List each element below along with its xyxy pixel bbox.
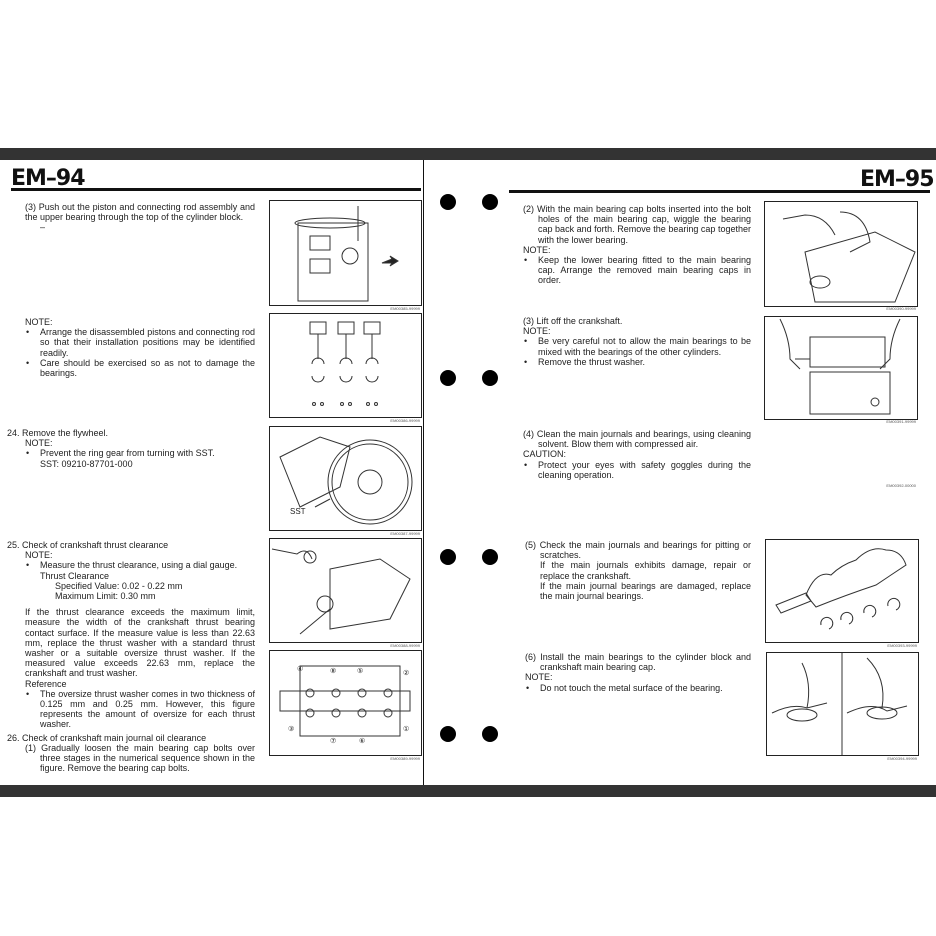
- binder-hole: [440, 549, 456, 565]
- figure-code: EM00385-99999: [390, 306, 420, 311]
- figure-flywheel: SST: [269, 426, 422, 531]
- scan-border-bottom: [0, 785, 936, 797]
- sequence-label: ①: [403, 726, 410, 733]
- figure-pistons-arranged: [269, 313, 422, 418]
- step-2-remove-bearing-cap: (2) With the main bearing cap bolts inse…: [523, 204, 751, 286]
- step-26-oil-clearance: 26. Check of crankshaft main journal oil…: [7, 732, 255, 774]
- figure-code: EM00388-99999: [390, 643, 420, 648]
- figure-dial-gauge: [269, 538, 422, 643]
- sequence-label: ⑤: [357, 668, 364, 675]
- figure-install-bearings: [766, 652, 919, 756]
- step-25-thrust-clearance: 25. Check of crankshaft thrust clearance…: [7, 540, 255, 730]
- figure-crankshaft-bearings: [765, 539, 919, 643]
- figure-piston-removal: [269, 200, 422, 306]
- sequence-label: ②: [403, 670, 410, 677]
- binder-hole: [440, 370, 456, 386]
- page-number-left: EM–94: [11, 166, 86, 191]
- sequence-label: ⑧: [330, 668, 337, 675]
- binder-hole: [482, 370, 498, 386]
- binder-hole: [482, 194, 498, 210]
- scan-border-top: [0, 148, 936, 160]
- figure-code: EM00392-00000: [886, 483, 916, 488]
- figure-code: EM00389-99999: [390, 756, 420, 761]
- page-number-right: EM–95: [860, 167, 935, 192]
- note-arrange-pistons: NOTE: Arrange the disassembled pistons a…: [25, 317, 255, 378]
- figure-remove-bearing-cap: [764, 201, 918, 307]
- steps-25-26-flow: 25. Check of crankshaft thrust clearance…: [7, 540, 255, 773]
- step-3-push-piston: (3) Push out the piston and connecting r…: [25, 202, 255, 233]
- figure-code: EM00387-99999: [390, 531, 420, 536]
- step-5-check-journals: (5) Check the main journals and bearings…: [525, 540, 751, 602]
- sequence-label: ④: [297, 666, 304, 673]
- sequence-label: ③: [288, 726, 295, 733]
- figure-code: EM00390-99999: [886, 306, 916, 311]
- binder-hole: [482, 549, 498, 565]
- binder-hole: [482, 726, 498, 742]
- binder-hole: [440, 726, 456, 742]
- figure-code: EM00393-99999: [887, 643, 917, 648]
- figure-bolt-sequence: ④ ⑧ ⑤ ② ③ ⑦ ⑥ ①: [269, 650, 422, 756]
- figure-lift-crankshaft: [764, 316, 918, 420]
- header-rule-left: [11, 188, 421, 191]
- figure-code: EM00394-99999: [887, 756, 917, 761]
- binder-hole: [440, 194, 456, 210]
- step-3-lift-crankshaft: (3) Lift off the crankshaft. NOTE: Be ve…: [523, 316, 751, 367]
- figure-code: EM00391-99999: [886, 419, 916, 424]
- sequence-label: ⑥: [359, 738, 366, 745]
- figure-code: EM00386-99999: [390, 418, 420, 423]
- sst-label: SST: [290, 507, 306, 516]
- step-6-install-bearings: (6) Install the main bearings to the cyl…: [525, 652, 751, 693]
- header-rule-right: [509, 190, 930, 193]
- step-24-remove-flywheel: 24. Remove the flywheel. NOTE: Prevent t…: [7, 428, 255, 469]
- step-4-clean-journals: (4) Clean the main journals and bearings…: [523, 429, 751, 480]
- sequence-label: ⑦: [330, 738, 337, 745]
